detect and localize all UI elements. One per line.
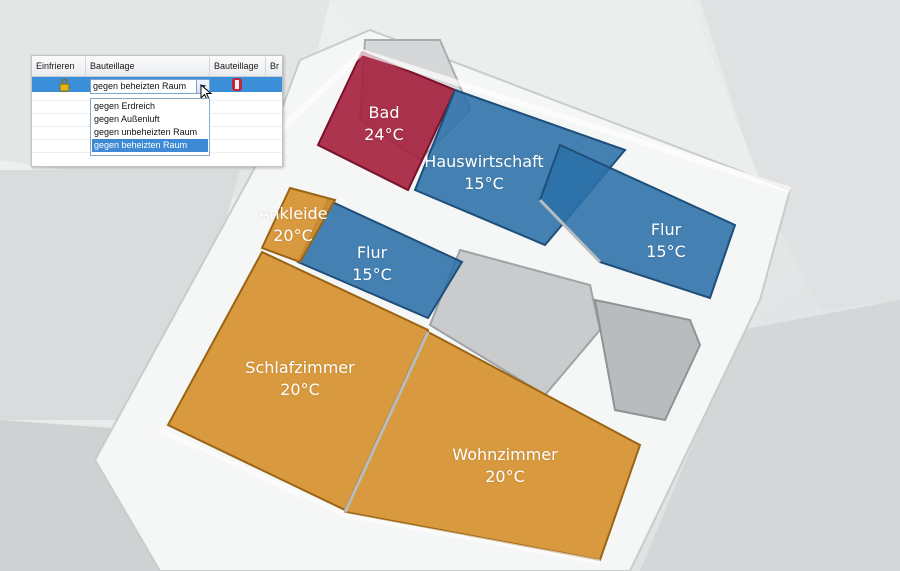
dropdown-option-selected[interactable]: gegen beheizten Raum: [92, 139, 208, 152]
room-name: Ankleide: [258, 204, 328, 223]
room-temperature: 20°C: [273, 226, 313, 245]
room-ankleide-area: [260, 186, 337, 264]
bauteillage-dropdown[interactable]: gegen beheizten Raum: [90, 79, 208, 94]
column-header-br[interactable]: Br: [270, 61, 279, 71]
room-temperature: 24°C: [364, 125, 404, 144]
room-label-flur-right: Flur 15°C: [646, 219, 686, 263]
room-name: Schlafzimmer: [245, 358, 355, 377]
room-name: Wohnzimmer: [452, 445, 558, 464]
room-label-flur-center: Flur 15°C: [352, 242, 392, 286]
room-temperature: 15°C: [646, 242, 686, 261]
dropdown-option[interactable]: gegen Außenluft: [94, 114, 160, 124]
room-temperature: 20°C: [280, 380, 320, 399]
column-header-einfrieren[interactable]: Einfrieren: [32, 56, 86, 76]
room-flur-right-area: [538, 143, 737, 300]
column-header-bauteillage[interactable]: Bauteillage: [86, 56, 210, 76]
room-bad-area: [316, 50, 457, 192]
room-temperature: 15°C: [352, 265, 392, 284]
room-label-wohnzimmer: Wohnzimmer 20°C: [452, 444, 557, 488]
room-name: Hauswirtschaft: [424, 152, 544, 171]
table-header: Einfrieren Bauteillage Bauteillage Br: [32, 56, 282, 77]
dropdown-option[interactable]: gegen unbeheizten Raum: [94, 127, 198, 137]
room-label-bad: Bad 24°C: [364, 102, 404, 146]
room-temperature: 15°C: [464, 174, 504, 193]
component-type-icon[interactable]: [230, 77, 244, 92]
room-label-schlafzimmer: Schlafzimmer 20°C: [245, 357, 354, 401]
component-table-panel: Einfrieren Bauteillage Bauteillage Br ge…: [31, 55, 283, 167]
room-name: Bad: [368, 103, 400, 122]
lock-icon[interactable]: [58, 78, 72, 92]
room-name: Flur: [356, 243, 388, 262]
room-name: Flur: [650, 220, 682, 239]
dropdown-options-list: gegen Erdreich gegen Außenluft gegen unb…: [90, 98, 210, 156]
dropdown-option[interactable]: gegen Erdreich: [94, 101, 156, 111]
room-label-ankleide: Ankleide 20°C: [258, 203, 327, 247]
room-temperature: 20°C: [485, 467, 525, 486]
room-label-hauswirtschaft: Hauswirtschaft 15°C: [424, 151, 543, 195]
column-header-bauteillage-2[interactable]: Bauteillage: [210, 56, 266, 76]
